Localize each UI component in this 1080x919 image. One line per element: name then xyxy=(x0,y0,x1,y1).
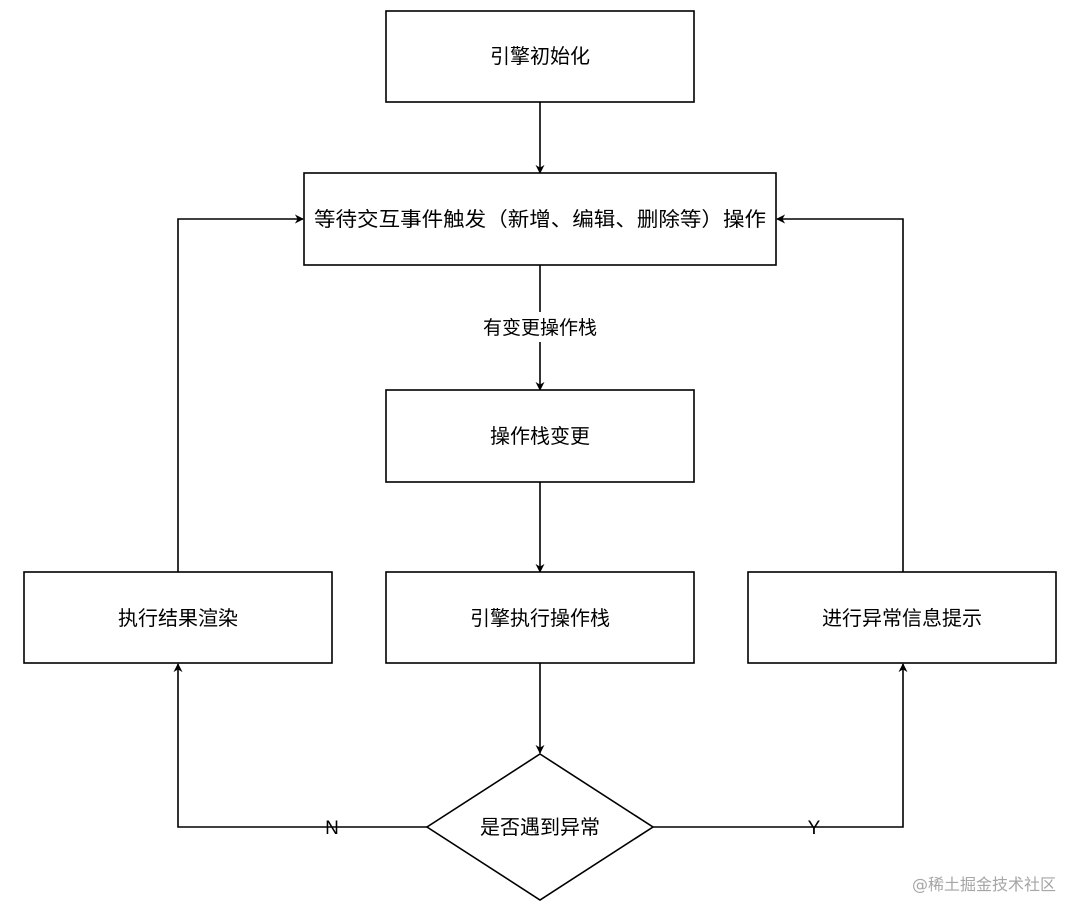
edge-error-to-wait xyxy=(776,214,904,572)
edge-decision-no-to-render xyxy=(173,663,428,828)
edge-label-background xyxy=(470,312,610,342)
node-engine-execute: 引擎执行操作栈 xyxy=(385,571,695,664)
node-has-error-label: 是否遇到异常 xyxy=(480,815,600,839)
node-render-result-label: 执行结果渲染 xyxy=(118,606,238,630)
node-engine-init-label: 引擎初始化 xyxy=(490,44,590,68)
edges xyxy=(173,102,908,828)
node-render-result-box xyxy=(23,571,333,664)
node-error-prompt: 进行异常信息提示 xyxy=(747,571,1057,664)
edge-labels: 有变更操作栈 N Y xyxy=(325,312,821,839)
node-stack-change-label: 操作栈变更 xyxy=(490,424,590,448)
edge-label-stack-changed: 有变更操作栈 xyxy=(483,317,597,339)
watermark-text: @稀土掘金技术社区 xyxy=(912,875,1056,894)
node-engine-execute-label: 引擎执行操作栈 xyxy=(470,606,610,630)
edge-render-to-wait xyxy=(177,214,304,572)
node-has-error: 是否遇到异常 xyxy=(425,753,655,901)
node-error-prompt-box xyxy=(747,571,1057,664)
node-stack-change: 操作栈变更 xyxy=(385,389,695,483)
node-has-error-diamond xyxy=(425,753,655,901)
node-wait-event-label: 等待交互事件触发（新增、编辑、删除等）操作 xyxy=(314,207,766,231)
edge-label-yes: Y xyxy=(808,818,821,839)
edge-label-no: N xyxy=(325,818,339,839)
node-engine-init: 引擎初始化 xyxy=(385,10,695,103)
node-wait-event-box xyxy=(303,172,777,266)
node-stack-change-box xyxy=(385,389,695,483)
node-engine-init-box xyxy=(385,10,695,103)
node-render-result: 执行结果渲染 xyxy=(23,571,333,664)
node-wait-event: 等待交互事件触发（新增、编辑、删除等）操作 xyxy=(303,172,777,266)
node-engine-execute-box xyxy=(385,571,695,664)
node-error-prompt-label: 进行异常信息提示 xyxy=(822,606,982,630)
edge-decision-yes-to-error xyxy=(652,663,908,828)
